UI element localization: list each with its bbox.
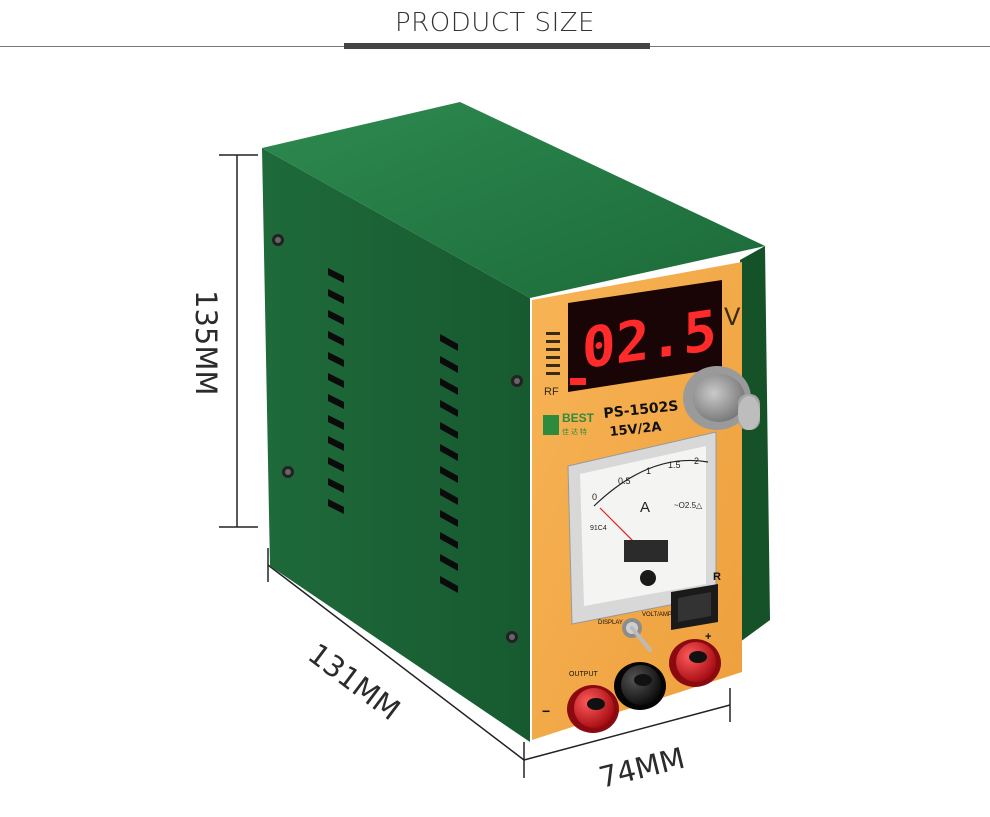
output-label: OUTPUT: [569, 671, 599, 678]
vent-slots: [328, 268, 458, 593]
power-switch-label: R: [713, 571, 721, 583]
signal-bars: [546, 332, 560, 375]
meter-scale-3: 1.5: [668, 460, 681, 470]
height-label: 135MM: [189, 290, 223, 395]
terminal-red-right[interactable]: [669, 639, 721, 687]
screw-icon: [272, 234, 523, 643]
terminal-red-left[interactable]: [567, 685, 619, 733]
display-switch-label: DISPLAY: [598, 620, 623, 626]
minus-label: −: [542, 703, 550, 719]
page-title: PRODUCT SIZE: [395, 8, 595, 38]
svg-text:BEST: BEST: [562, 411, 595, 425]
meter-unit: A: [640, 499, 650, 516]
meter-adjust-screw[interactable]: [640, 570, 656, 586]
height-dimension: 135MM: [189, 154, 258, 528]
svg-text:佳 达 特: 佳 达 特: [562, 427, 587, 436]
voltage-knob[interactable]: [683, 366, 760, 430]
case-right-edge: [740, 246, 770, 642]
header-rule-accent: [344, 43, 650, 49]
width-label: 74MM: [595, 741, 688, 795]
plus-label: +: [705, 631, 711, 643]
rf-label: RF: [544, 386, 559, 398]
rating-label: 15V/2A: [609, 420, 662, 440]
display-toggle-switch[interactable]: [622, 618, 652, 652]
model-label: PS-1502S: [603, 398, 679, 422]
meter-scale-2: 1: [646, 466, 651, 476]
meter-scale-4: 2: [694, 456, 699, 466]
brand-logo: BEST 佳 达 特: [543, 411, 595, 436]
depth-label: 131MM: [302, 636, 407, 727]
terminal-black[interactable]: [614, 662, 666, 710]
display-unit: V: [724, 303, 741, 331]
meter-model: 91C4: [590, 525, 607, 532]
led-indicator: [570, 378, 586, 385]
ammeter: 0 0.5 1 1.5 2 A ~O2.5△ 91C4: [567, 431, 717, 625]
case-top: [262, 102, 765, 298]
meter-class: ~O2.5△: [674, 501, 703, 510]
power-switch[interactable]: [671, 584, 718, 630]
meter-scale-1: 0.5: [618, 476, 631, 486]
volt-amp-label: VOLT/AMP: [642, 612, 672, 618]
meter-scale-0: 0: [592, 492, 597, 502]
led-display: 02.5 V: [568, 280, 741, 392]
